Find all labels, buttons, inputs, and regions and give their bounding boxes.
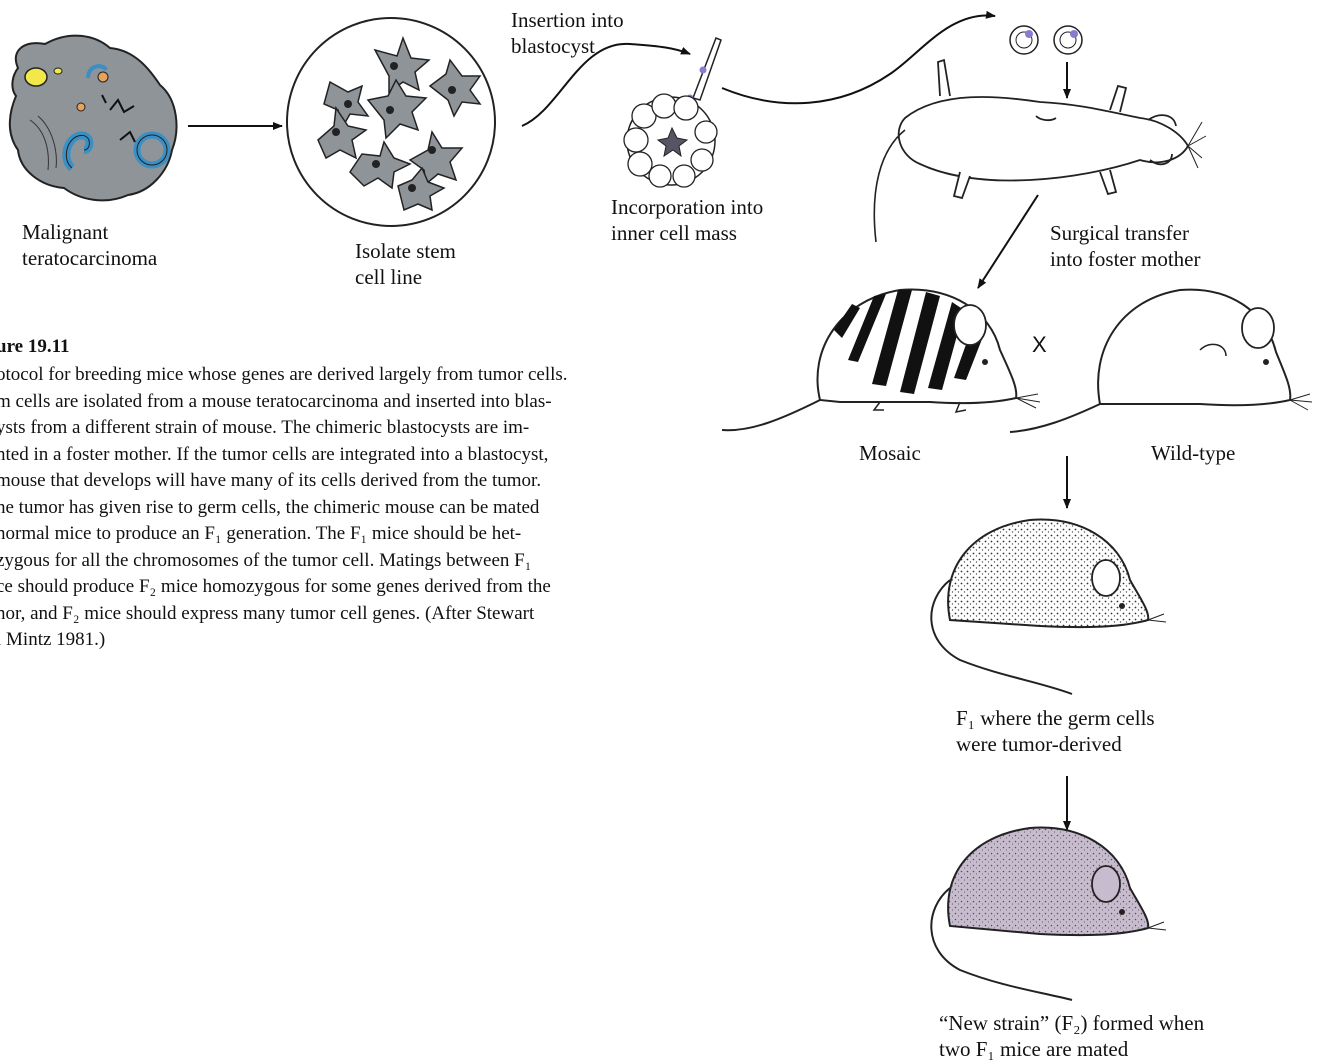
f2-mouse — [931, 828, 1166, 1000]
label-line: teratocarcinoma — [22, 245, 157, 271]
label-stem-cell: Isolate stem cell line — [355, 238, 456, 290]
label-teratocarcinoma: Malignant teratocarcinoma — [22, 219, 157, 271]
label-line: “New strain” (F₂) formed when — [939, 1010, 1204, 1036]
caption-line: otocol for breeding mice whose genes are… — [0, 362, 686, 389]
figure-title: ure 19.11 — [0, 336, 70, 358]
caption-line: ysts from a different strain of mouse. T… — [0, 415, 686, 442]
caption-line: he tumor has given rise to germ cells, t… — [0, 495, 686, 522]
arrow-to-implant — [722, 15, 995, 103]
wild-type-mouse — [1010, 290, 1312, 432]
mosaic-mouse — [722, 290, 1040, 431]
caption-line: normal mice to produce an F₁ generation.… — [0, 521, 686, 548]
label-line: inner cell mass — [611, 220, 763, 246]
caption-line: l Mintz 1981.) — [0, 627, 686, 654]
arrow-foster-to-mosaic — [978, 195, 1038, 288]
label-wild-type: Wild-type — [1151, 440, 1235, 466]
implanted-blastocysts — [1010, 26, 1082, 54]
label-line: Malignant — [22, 219, 157, 245]
label-insertion: Insertion into blastocyst — [511, 7, 624, 59]
label-line: two F₁ mice are mated — [939, 1036, 1204, 1062]
label-line: F₁ where the germ cells — [956, 705, 1155, 731]
blastocyst-illustration — [624, 38, 721, 187]
teratocarcinoma-illustration — [10, 36, 177, 201]
label-mosaic: Mosaic — [859, 440, 921, 466]
label-f1: F₁ where the germ cells were tumor-deriv… — [956, 705, 1155, 757]
cross-symbol: X — [1032, 332, 1047, 358]
label-incorporation: Incorporation into inner cell mass — [611, 194, 763, 246]
caption-line: ce should produce F₂ mice homozygous for… — [0, 574, 686, 601]
label-line: cell line — [355, 264, 456, 290]
stem-cell-culture-illustration — [287, 18, 495, 226]
label-line: into foster mother — [1050, 246, 1200, 272]
foster-mother-mouse — [874, 60, 1206, 242]
label-line: Surgical transfer — [1050, 220, 1200, 246]
label-line: were tumor-derived — [956, 731, 1155, 757]
label-line: Incorporation into — [611, 194, 763, 220]
label-line: Insertion into — [511, 7, 624, 33]
f1-mouse — [931, 520, 1166, 694]
caption-line: m cells are isolated from a mouse terato… — [0, 389, 686, 416]
caption-line: zygous for all the chromosomes of the tu… — [0, 548, 686, 575]
label-surgical-transfer: Surgical transfer into foster mother — [1050, 220, 1200, 272]
label-f2: “New strain” (F₂) formed when two F₁ mic… — [939, 1010, 1204, 1062]
caption-line: mouse that develops will have many of it… — [0, 468, 686, 495]
label-line: Isolate stem — [355, 238, 456, 264]
label-line: blastocyst — [511, 33, 624, 59]
figure-caption: otocol for breeding mice whose genes are… — [0, 362, 686, 654]
caption-line: nor, and F₂ mice should express many tum… — [0, 601, 686, 628]
caption-line: nted in a foster mother. If the tumor ce… — [0, 442, 686, 469]
